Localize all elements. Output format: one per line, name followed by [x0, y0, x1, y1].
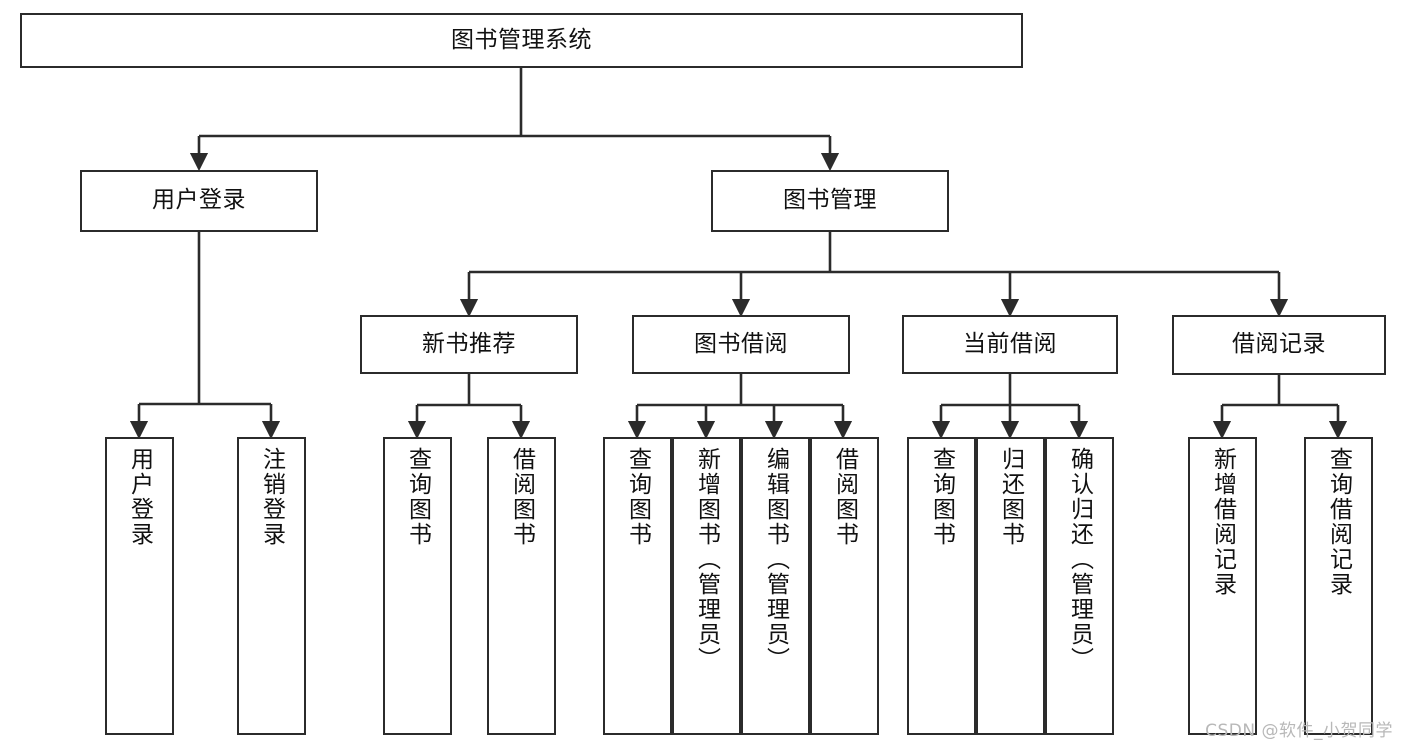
node-borrow-records[interactable]: 借阅记录 [1172, 315, 1386, 375]
node-label: 确认归还（管理员） [1066, 447, 1093, 672]
leaf-edit-book-admin[interactable]: 编辑图书（管理员） [741, 437, 810, 735]
csdn-watermark: CSDN @软件_小贺同学 [1205, 721, 1393, 741]
leaf-user-login[interactable]: 用户登录 [105, 437, 174, 735]
node-book-borrow[interactable]: 图书借阅 [632, 315, 850, 374]
node-label: 图书借阅 [694, 330, 788, 357]
node-label: 新书推荐 [422, 330, 516, 357]
node-root-system[interactable]: 图书管理系统 [20, 13, 1023, 68]
node-label: 借阅记录 [1232, 331, 1326, 358]
node-label: 注销登录 [258, 447, 285, 547]
node-label: 用户登录 [152, 187, 246, 214]
node-label: 图书管理 [783, 187, 877, 214]
node-label: 借阅图书 [831, 447, 858, 547]
leaf-add-borrow-record[interactable]: 新增借阅记录 [1188, 437, 1257, 735]
node-new-book-recommend[interactable]: 新书推荐 [360, 315, 578, 374]
node-label: 用户登录 [126, 447, 153, 547]
node-label: 新增借阅记录 [1209, 447, 1236, 597]
node-label: 当前借阅 [963, 330, 1057, 357]
node-label: 查询图书 [404, 447, 431, 547]
leaf-query-borrow-record[interactable]: 查询借阅记录 [1304, 437, 1373, 735]
node-label: 查询图书 [624, 447, 651, 547]
node-label: 借阅图书 [508, 447, 535, 547]
node-label: 新增图书（管理员） [693, 447, 720, 672]
leaf-query-book-borrow[interactable]: 查询图书 [603, 437, 672, 735]
leaf-query-book-recommend[interactable]: 查询图书 [383, 437, 452, 735]
leaf-query-book-current[interactable]: 查询图书 [907, 437, 976, 735]
leaf-logout[interactable]: 注销登录 [237, 437, 306, 735]
node-label: 编辑图书（管理员） [762, 447, 789, 672]
leaf-confirm-return-admin[interactable]: 确认归还（管理员） [1045, 437, 1114, 735]
node-label: 查询借阅记录 [1325, 447, 1352, 597]
node-user-login[interactable]: 用户登录 [80, 170, 318, 232]
leaf-borrow-book[interactable]: 借阅图书 [810, 437, 879, 735]
node-label: 图书管理系统 [451, 26, 592, 53]
node-label: 归还图书 [997, 447, 1024, 547]
leaf-borrow-book-recommend[interactable]: 借阅图书 [487, 437, 556, 735]
node-book-management[interactable]: 图书管理 [711, 170, 949, 232]
leaf-return-book[interactable]: 归还图书 [976, 437, 1045, 735]
leaf-add-book-admin[interactable]: 新增图书（管理员） [672, 437, 741, 735]
node-label: 查询图书 [928, 447, 955, 547]
node-current-borrow[interactable]: 当前借阅 [902, 315, 1118, 374]
